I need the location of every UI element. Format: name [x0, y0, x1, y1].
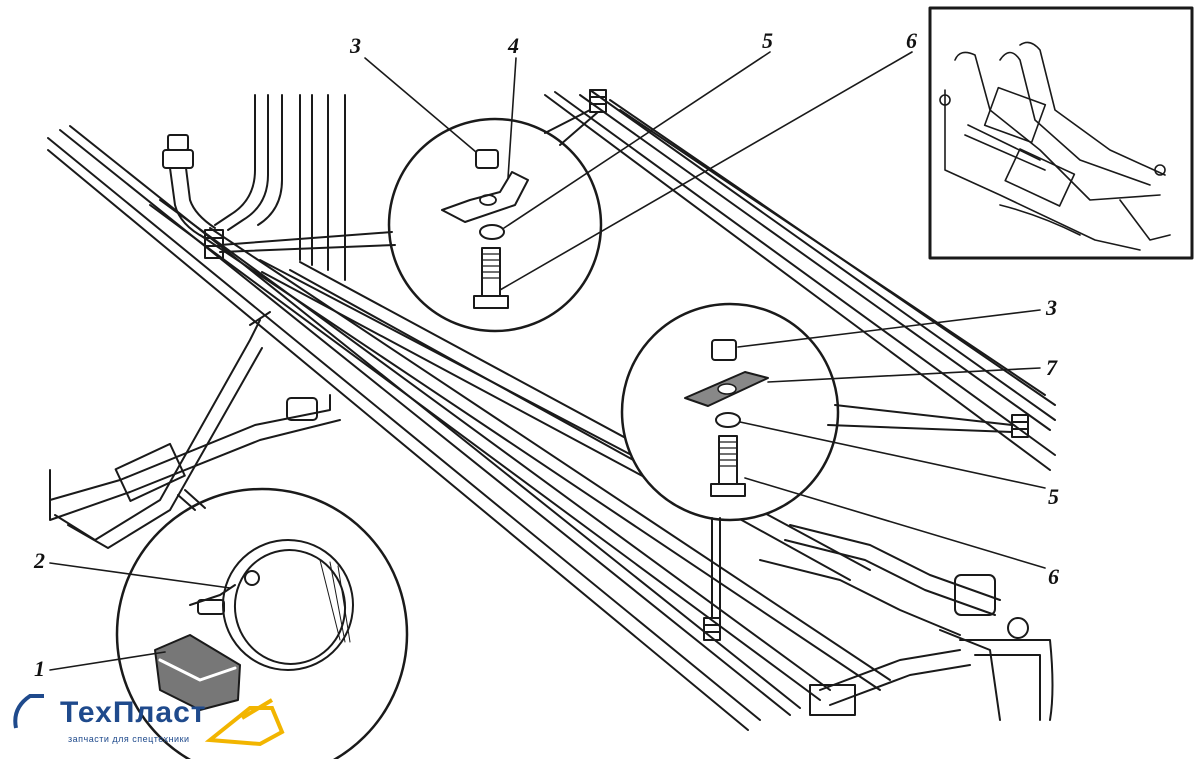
callout-6-top: 6 — [906, 28, 917, 53]
callout-4: 4 — [508, 33, 519, 58]
techplast-logo: ТехПласт запчасти для спецтехники — [10, 688, 300, 752]
upper-pipe-bundle — [544, 89, 1056, 471]
logo-tagline: запчасти для спецтехники — [68, 734, 190, 744]
detail-circle-right — [620, 302, 1013, 619]
callout-2: 2 — [34, 548, 45, 573]
detail-top-bracket — [441, 171, 529, 223]
detail-right-nut — [711, 339, 737, 361]
logo-brand-text: ТехПласт — [60, 696, 207, 730]
callout-5-top: 5 — [762, 28, 773, 53]
bundle-bolt-right — [1011, 414, 1029, 438]
callout-5-right: 5 — [1048, 484, 1059, 509]
callout-6-right: 6 — [1048, 564, 1059, 589]
detail-circle-top — [219, 109, 603, 333]
detail-right-washer — [715, 412, 741, 428]
lower-right-pipes — [759, 524, 1001, 706]
logo-brand-part1: Тех — [60, 696, 113, 729]
detail-top-washer — [479, 224, 505, 240]
callout-3-top: 3 — [350, 33, 361, 58]
lower-left-pipes — [49, 311, 341, 549]
detail-top-nut — [475, 149, 499, 169]
middle-pipes — [259, 259, 871, 581]
vertical-pipes — [214, 94, 346, 281]
detail-clamp-band — [222, 539, 354, 671]
main-pipe-bundle — [47, 125, 891, 731]
callout-1: 1 — [34, 656, 45, 681]
leader-lines — [49, 51, 1046, 671]
hydraulic-cylinder — [809, 574, 1054, 721]
detail-circle-bottom — [115, 487, 409, 764]
logo-brand-part2: Пласт — [112, 696, 207, 729]
detail-rubber-pad — [154, 634, 241, 711]
inset-overview — [928, 6, 1194, 260]
callout-7: 7 — [1046, 355, 1057, 380]
callout-3-right: 3 — [1046, 295, 1057, 320]
excavator-logo-icon — [13, 694, 285, 747]
